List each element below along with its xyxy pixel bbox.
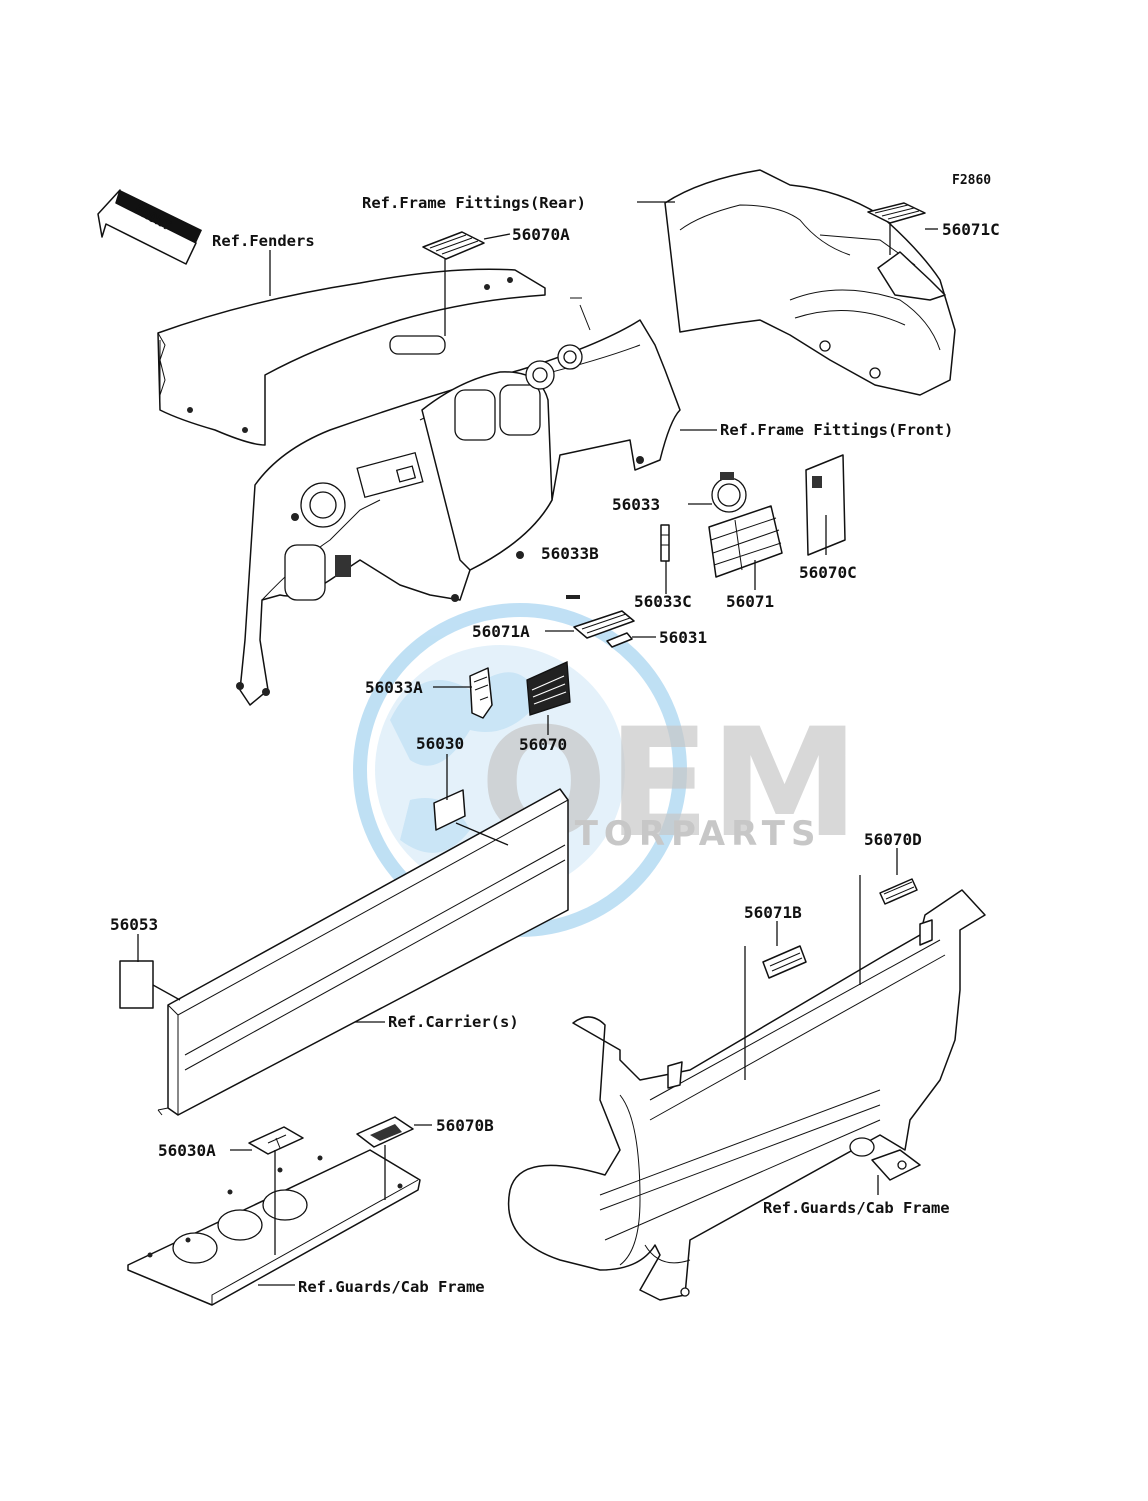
leader-lines [137, 201, 938, 1286]
decal-56070A [422, 231, 485, 260]
front-arrow: FRONT [97, 189, 202, 265]
dashboard [236, 297, 681, 706]
ref-guards-right: Ref.Guards/Cab Frame [763, 1199, 950, 1217]
label-56030: 56030 [416, 734, 464, 753]
decal-56070C [805, 454, 846, 556]
label-56071B: 56071B [744, 903, 802, 922]
decal-56070 [526, 661, 571, 716]
decal-56030A [248, 1126, 304, 1155]
decal-56070B [356, 1116, 414, 1148]
decal-56071B [762, 945, 807, 979]
decal-56033B [566, 595, 580, 599]
watermark-continent [390, 672, 540, 766]
label-56070C: 56070C [799, 563, 857, 582]
ref-guards-left: Ref.Guards/Cab Frame [298, 1278, 485, 1296]
label-56033A: 56033A [365, 678, 423, 697]
label-56070A: 56070A [512, 225, 570, 244]
rear-frame-fitting [664, 169, 956, 396]
label-56070B: 56070B [436, 1116, 494, 1135]
ref-carrier: Ref.Carrier(s) [388, 1013, 519, 1031]
carrier-board [157, 788, 569, 1116]
label-56030A: 56030A [158, 1141, 216, 1160]
label-56071A: 56071A [472, 622, 530, 641]
ref-frame-front: Ref.Frame Fittings(Front) [720, 421, 953, 439]
decal-56053 [119, 960, 154, 1009]
skid-plate [127, 1149, 421, 1306]
labels: F2860 Ref.Fenders Ref.Frame Fittings(Rea… [110, 173, 1000, 1296]
decal-56033C [660, 524, 670, 562]
label-56071C: 56071C [942, 220, 1000, 239]
decal-56071A [573, 610, 635, 639]
fender-panel [157, 268, 546, 446]
label-56031: 56031 [659, 628, 707, 647]
decal-56070D [879, 878, 918, 905]
label-56033: 56033 [612, 495, 660, 514]
ref-fenders: Ref.Fenders [212, 232, 315, 250]
label-56070: 56070 [519, 735, 567, 754]
label-56053: 56053 [110, 915, 158, 934]
decal-56071 [708, 505, 783, 578]
decals [119, 202, 926, 1155]
label-56033C: 56033C [634, 592, 692, 611]
decal-56031 [606, 632, 633, 648]
decal-56071C [867, 202, 926, 224]
decal-56033 [711, 472, 747, 513]
guard-frame [507, 889, 986, 1301]
label-56070D: 56070D [864, 830, 922, 849]
decal-56030 [433, 789, 466, 831]
ref-frame-rear: Ref.Frame Fittings(Rear) [362, 194, 586, 212]
decal-56033A [469, 667, 493, 719]
label-56033B: 56033B [541, 544, 599, 563]
figure-code: F2860 [952, 173, 991, 188]
label-56071: 56071 [726, 592, 774, 611]
